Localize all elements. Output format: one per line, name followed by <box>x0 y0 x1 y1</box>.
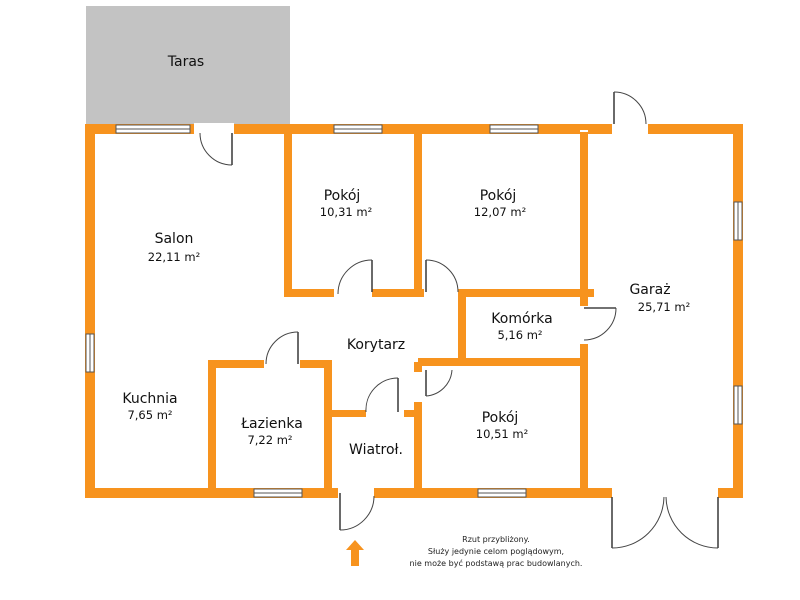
svg-text:Rzut przybliżony.: Rzut przybliżony. <box>462 535 530 544</box>
svg-text:nie może być podstawą prac bud: nie może być podstawą prac budowlanych. <box>410 558 583 568</box>
disclaimer-note: Rzut przybliżony. Służy jedynie celom po… <box>410 535 583 568</box>
door-garage-top <box>613 91 647 125</box>
room-kuchnia-area: 7,65 m² <box>127 408 172 422</box>
window-salon-top <box>115 124 191 134</box>
windows <box>85 124 743 498</box>
window-pokoj1-top <box>333 124 383 134</box>
room-pokoj2-area: 12,07 m² <box>474 205 526 219</box>
door-garage-bottom-right <box>665 496 719 549</box>
terrace-area <box>86 6 290 126</box>
room-wiatrol-name: Wiatroł. <box>349 442 403 458</box>
door-pokoj1 <box>337 259 373 295</box>
wall-openings <box>194 123 718 499</box>
room-garaz-area: 25,71 m² <box>638 300 690 314</box>
door-pokoj3 <box>425 369 453 397</box>
terrace-label: Taras <box>167 54 204 70</box>
door-lazienka <box>265 331 299 365</box>
room-komorka-area: 5,16 m² <box>497 328 542 342</box>
room-korytarz-name: Korytarz <box>347 337 405 353</box>
room-kuchnia-name: Kuchnia <box>122 391 177 407</box>
room-lazienka-name: Łazienka <box>240 416 303 432</box>
window-garaz-right-top <box>733 201 743 241</box>
outer-walls <box>85 124 743 498</box>
doors <box>199 91 719 549</box>
door-komorka <box>583 307 617 341</box>
room-salon-name: Salon <box>155 231 194 247</box>
window-pokoj3-bottom <box>477 488 527 498</box>
svg-text:Służy jedynie celom poglądowym: Służy jedynie celom poglądowym, <box>428 547 564 556</box>
room-salon-area: 22,11 m² <box>148 250 200 264</box>
window-lazienka-bottom <box>253 488 303 498</box>
entrance-arrow-icon <box>346 540 364 566</box>
window-garaz-right-bottom <box>733 385 743 425</box>
door-wiatrolap-inner <box>365 377 399 413</box>
door-terrace <box>199 132 233 166</box>
room-garaz-name: Garaż <box>629 282 670 298</box>
door-entrance <box>339 493 375 531</box>
room-pokoj3-area: 10,51 m² <box>476 427 528 441</box>
room-pokoj2-name: Pokój <box>480 188 517 204</box>
room-pokoj1-area: 10,31 m² <box>320 205 372 219</box>
room-pokoj3-name: Pokój <box>482 410 519 426</box>
door-garage-bottom-left <box>611 496 665 549</box>
room-komorka-name: Komórka <box>491 311 552 327</box>
room-lazienka-area: 7,22 m² <box>247 433 292 447</box>
window-kuchnia-left <box>85 333 95 373</box>
door-pokoj2 <box>425 259 459 293</box>
window-pokoj2-top <box>489 124 539 134</box>
room-pokoj1-name: Pokój <box>324 188 361 204</box>
